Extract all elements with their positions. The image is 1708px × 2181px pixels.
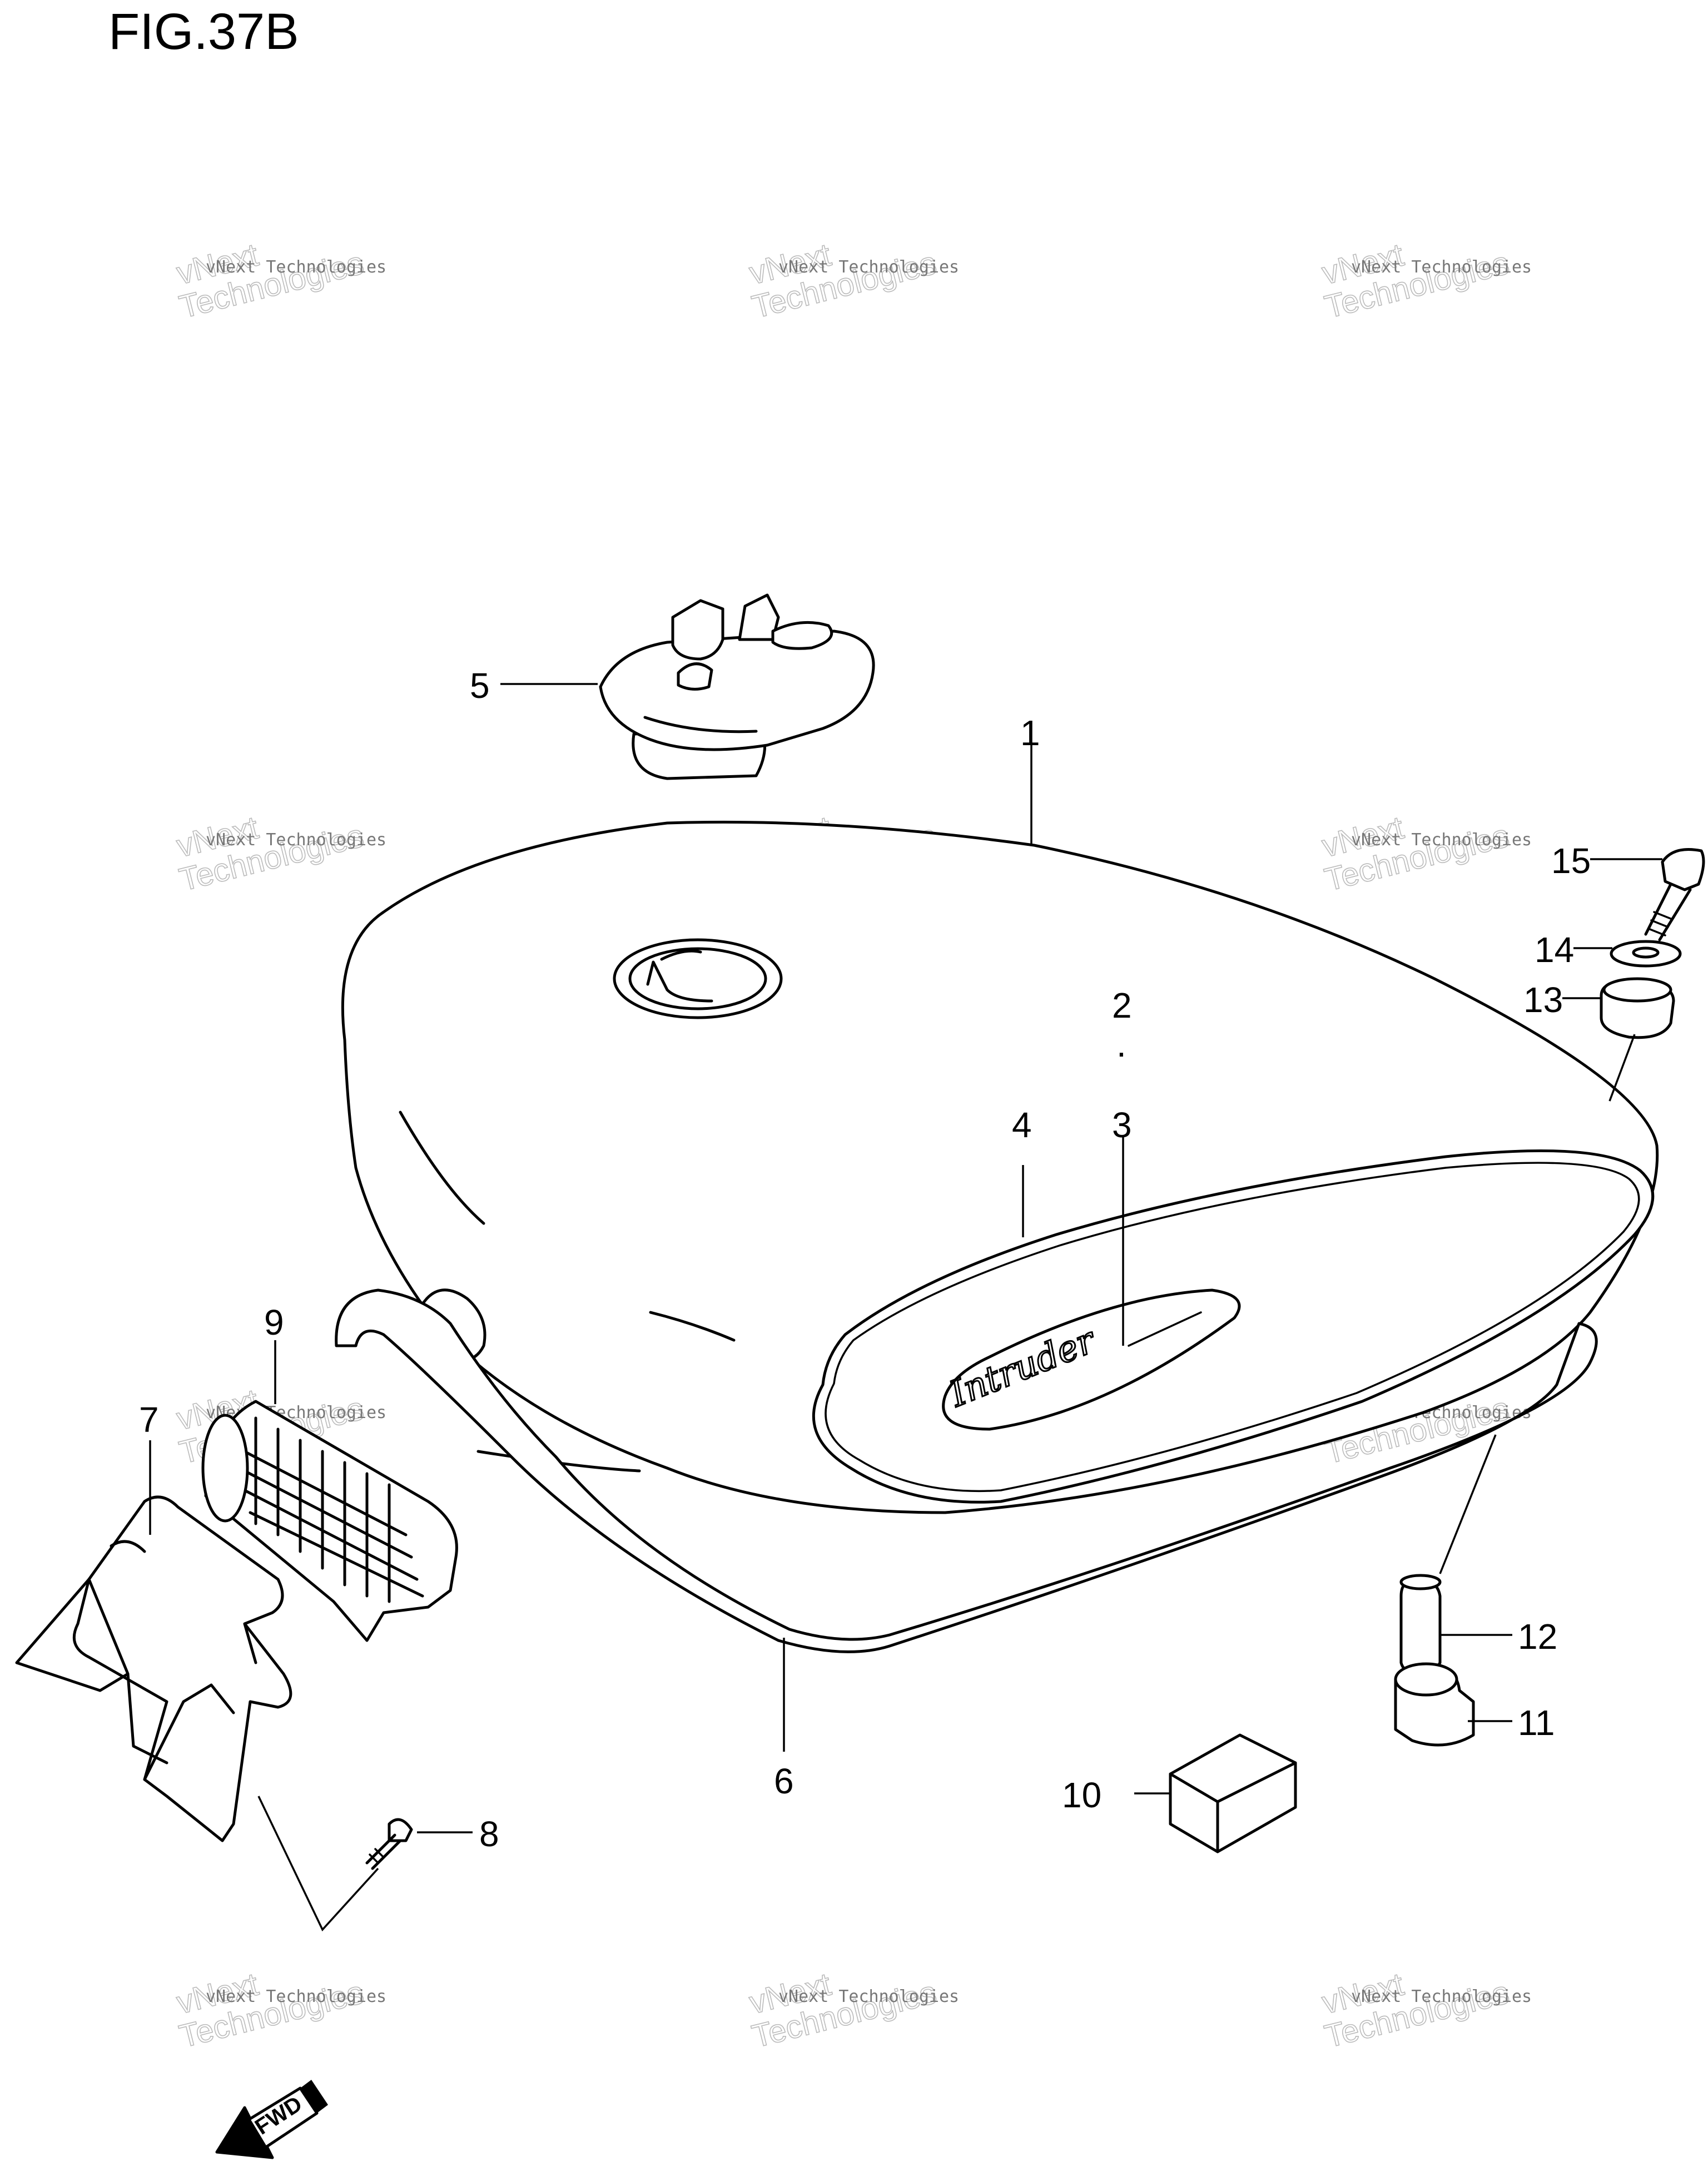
grommet-part [201, 1400, 458, 1642]
washer-part [1610, 940, 1682, 968]
pad-part [1169, 1733, 1297, 1853]
callout-11: 11 [1518, 1703, 1555, 1743]
watermark: vNext Technologies vNext Technologies [1318, 809, 1532, 899]
callout-separator: . [1116, 1024, 1126, 1064]
callout-10: 10 [1062, 1775, 1101, 1815]
callout-4: 4 [1012, 1105, 1032, 1145]
damper-part [1399, 1574, 1442, 1676]
callout-1: 1 [1020, 713, 1040, 753]
cushion-part [1394, 1662, 1475, 1747]
callout-13: 13 [1523, 980, 1563, 1020]
svg-text:vNext Technologies: vNext Technologies [1351, 830, 1532, 850]
figure-title: FIG.37B [108, 3, 299, 60]
cover-bracket-part [15, 1495, 292, 1842]
callout-15: 15 [1551, 841, 1591, 881]
bolt-part [1644, 848, 1705, 941]
callout-9: 9 [264, 1302, 284, 1342]
watermark: vNext Technologies vNext Technologies [173, 1966, 387, 2055]
watermark: vNext Technologies vNext Technologies [1318, 236, 1532, 326]
callout-3: 3 [1112, 1105, 1132, 1145]
leader-lines [149, 683, 1662, 1932]
screw-part [365, 1818, 413, 1870]
callout-12: 12 [1518, 1617, 1557, 1657]
svg-text:vNext Technologies: vNext Technologies [778, 257, 959, 277]
fuel-cap-part [599, 593, 875, 780]
callout-14: 14 [1535, 930, 1574, 970]
svg-text:vNext Technologies: vNext Technologies [1351, 257, 1532, 277]
svg-text:vNext Technologies: vNext Technologies [1351, 1987, 1532, 2006]
callouts: 1 2 . 3 4 5 6 7 8 9 10 11 12 13 14 15 [139, 666, 1591, 1854]
watermark: vNext Technologies vNext Technologies [173, 809, 387, 899]
fwd-direction-marker: FWD [215, 2080, 328, 2159]
callout-7: 7 [139, 1400, 159, 1440]
callout-8: 8 [479, 1814, 499, 1854]
svg-text:vNext Technologies: vNext Technologies [206, 1987, 386, 2006]
svg-text:vNext Technologies: vNext Technologies [206, 257, 386, 277]
watermark: vNext Technologies vNext Technologies [1318, 1966, 1532, 2055]
side-bracket-part [335, 1288, 1598, 1653]
rear-cushion-part [1600, 977, 1675, 1039]
callout-2: 2 [1112, 985, 1132, 1025]
watermark: vNext Technologies vNext Technologies [173, 236, 387, 326]
watermark: vNext Technologies vNext Technologies [746, 236, 960, 326]
svg-text:vNext Technologies: vNext Technologies [778, 1987, 959, 2006]
callout-6: 6 [774, 1761, 794, 1801]
watermark: vNext Technologies vNext Technologies [746, 1966, 960, 2055]
callout-5: 5 [470, 666, 490, 706]
svg-text:vNext Technologies: vNext Technologies [206, 830, 386, 850]
